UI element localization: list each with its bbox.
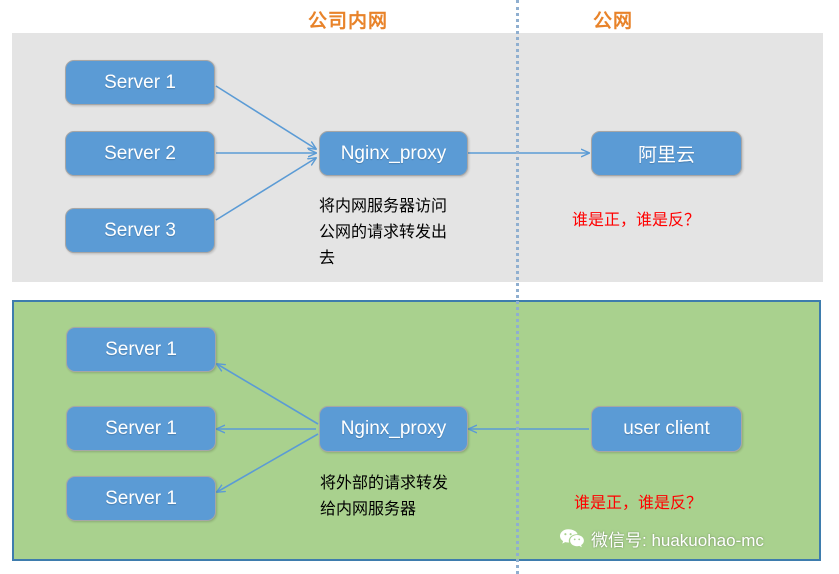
node-aliyun-cloud[interactable]: 阿里云: [591, 131, 742, 176]
node-bottom-server-1[interactable]: Server 1: [66, 327, 216, 372]
wechat-icon: [560, 528, 584, 547]
node-bottom-server-3[interactable]: Server 1: [66, 476, 216, 521]
watermark-text: 微信号: huakuohao-mc: [591, 531, 764, 550]
zone-title-public: 公网: [593, 11, 634, 32]
zone-title-intranet: 公司内网: [308, 11, 389, 32]
node-top-server-3[interactable]: Server 3: [65, 208, 215, 253]
node-top-server-1[interactable]: Server 1: [65, 60, 215, 105]
node-bottom-nginx-proxy[interactable]: Nginx_proxy: [319, 406, 468, 452]
node-user-client[interactable]: user client: [591, 406, 742, 452]
watermark: 微信号: huakuohao-mc: [559, 526, 764, 551]
question-bottom: 谁是正，谁是反？: [574, 493, 703, 512]
caption-bottom-proxy: 将外部的请求转发给内网服务器: [320, 473, 449, 518]
network-boundary-divider: [516, 0, 519, 574]
caption-top-proxy: 将内网服务器访问公网的请求转发出去: [319, 196, 448, 267]
question-top: 谁是正，谁是反？: [572, 210, 701, 229]
node-bottom-server-2[interactable]: Server 1: [66, 406, 216, 451]
node-top-server-2[interactable]: Server 2: [65, 131, 215, 176]
node-top-nginx-proxy[interactable]: Nginx_proxy: [319, 131, 468, 176]
